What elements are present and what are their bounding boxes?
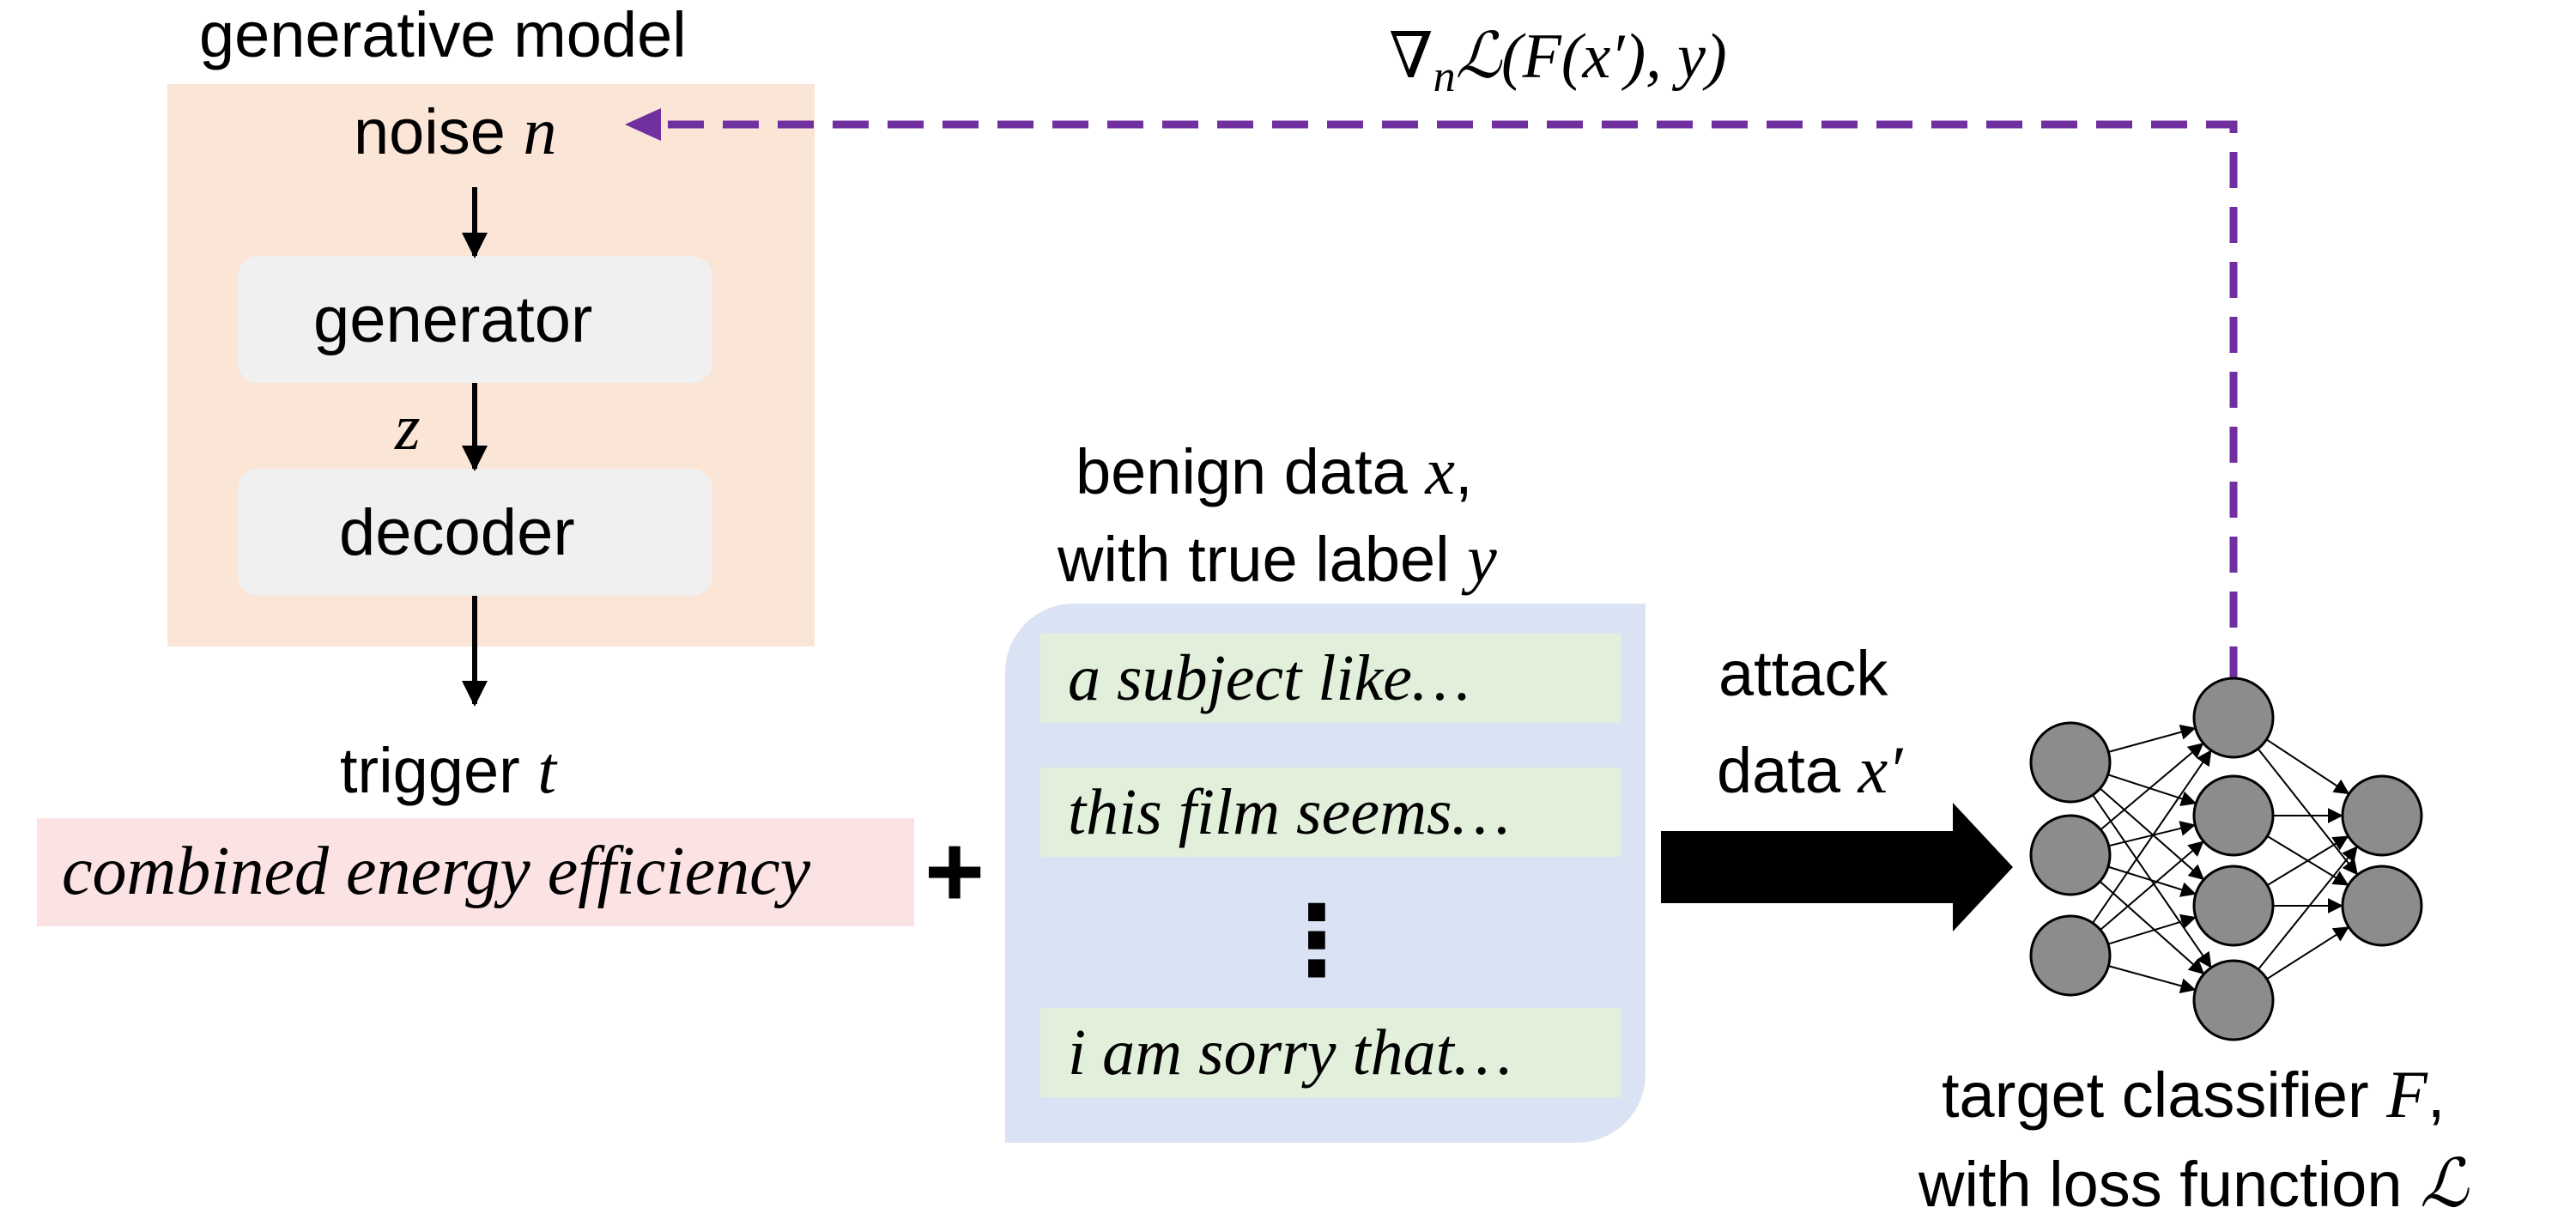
- trigger-sentence: combined energy efficiency: [62, 834, 811, 909]
- loss-function-text: with loss function: [1918, 1149, 2403, 1220]
- network-edge: [2107, 913, 2197, 945]
- true-label-text: with true label y: [1058, 525, 1497, 592]
- output-node: [2341, 774, 2423, 857]
- trigger-variable: t: [537, 732, 556, 807]
- trigger-box: [37, 818, 914, 926]
- sentence-box: this film seems…: [1040, 768, 1621, 857]
- output-node: [2341, 865, 2423, 947]
- network-edge: [2099, 787, 2205, 881]
- network-edge: [2258, 846, 2358, 970]
- noise-variable: n: [523, 94, 557, 168]
- network-edge: [2092, 750, 2212, 924]
- attack-variable: x′: [1858, 732, 1903, 807]
- attack-label: attack: [1718, 638, 1888, 709]
- nabla-symbol: ∇: [1389, 19, 1433, 93]
- benign-data-label: benign data x,: [1076, 438, 1473, 505]
- hidden-node: [2192, 865, 2275, 947]
- benign-variable: x: [1425, 434, 1455, 508]
- network-edge: [2108, 965, 2197, 993]
- network-edge: [2099, 880, 2205, 974]
- decoder-box: [238, 469, 712, 596]
- loss-function-label: with loss function ℒ: [1918, 1150, 2468, 1217]
- classifier-label: target classifier F,: [1942, 1061, 2445, 1128]
- classifier-text: target classifier: [1942, 1059, 2369, 1131]
- gradient-expression: ℒ(F(x′), y): [1455, 21, 1727, 92]
- network-edge: [2266, 926, 2349, 980]
- network-edge: [2100, 841, 2204, 931]
- neural-network: [2029, 677, 2423, 1041]
- network-edge: [2257, 748, 2358, 876]
- decoder-label: decoder: [339, 496, 575, 569]
- trigger-text: trigger: [340, 735, 520, 806]
- classifier-variable: F: [2386, 1057, 2428, 1132]
- true-label-words: with true label: [1058, 524, 1450, 595]
- latent-variable: z: [395, 391, 421, 464]
- benign-text: benign data: [1076, 436, 1408, 507]
- gradient-subscript: n: [1433, 52, 1456, 101]
- network-edge: [2108, 725, 2197, 753]
- network-edge: [2265, 738, 2350, 795]
- noise-text: noise: [354, 96, 506, 167]
- generator-box: [238, 256, 712, 383]
- attack-data-label: data x′: [1717, 737, 1902, 804]
- network-connections: [2092, 725, 2358, 993]
- hidden-node: [2192, 677, 2275, 759]
- gradient-arrowhead: [625, 108, 661, 141]
- sentence-box: i am sorry that…: [1040, 1008, 1621, 1097]
- input-node: [2029, 721, 2112, 804]
- benign-comma: ,: [1455, 436, 1473, 507]
- true-label-variable: y: [1467, 521, 1497, 596]
- network-edge: [2107, 865, 2197, 897]
- vertical-ellipsis: ⋮: [1269, 885, 1365, 997]
- network-edge: [2108, 821, 2197, 847]
- sentence-box: a subject like…: [1040, 634, 1621, 723]
- network-edge: [2107, 774, 2197, 806]
- plus-sign: +: [924, 814, 985, 929]
- generator-label: generator: [313, 283, 593, 356]
- network-edge: [2100, 743, 2204, 831]
- attack-data-text: data: [1717, 735, 1841, 806]
- hidden-node: [2192, 959, 2275, 1041]
- loss-variable: ℒ: [2420, 1146, 2469, 1221]
- attack-arrow: [1661, 803, 2013, 932]
- trigger-label: trigger t: [340, 737, 556, 804]
- input-node: [2029, 914, 2112, 997]
- classifier-comma: ,: [2427, 1059, 2446, 1131]
- input-node: [2029, 814, 2112, 896]
- noise-label: noise n: [354, 98, 556, 165]
- generative-model-title: generative model: [199, 0, 687, 70]
- gradient-feedback-arrow: [635, 120, 2238, 683]
- gradient-label: ∇nℒ(F(x′), y): [1389, 24, 1727, 100]
- hidden-node: [2192, 774, 2275, 857]
- network-edge: [2266, 835, 2349, 886]
